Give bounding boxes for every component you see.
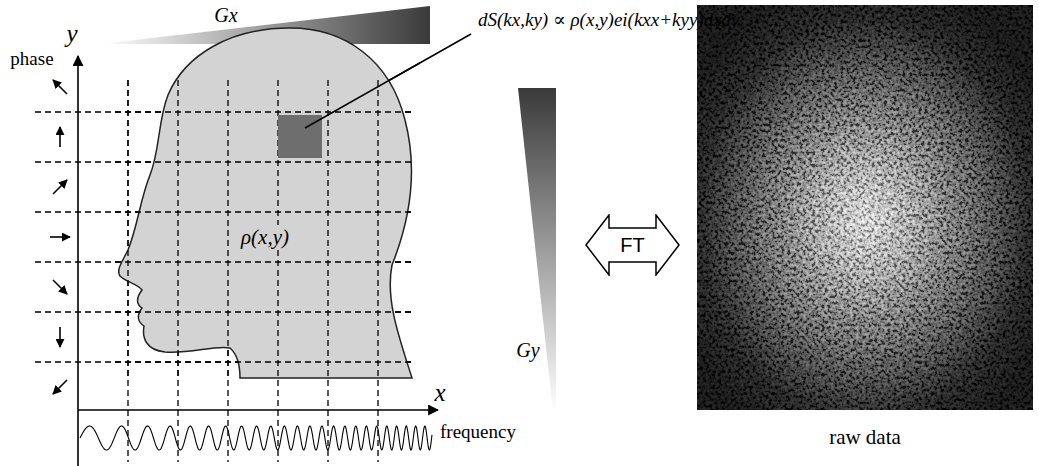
phase-arrows bbox=[50, 80, 70, 394]
signal-formula: dS(kx,ky) ∝ ρ(x,y)ei(kxx+kyy)dxdy bbox=[478, 9, 740, 31]
kspace-image bbox=[697, 5, 1033, 410]
axis-caption: phase bbox=[10, 48, 53, 70]
drawing-part bbox=[53, 280, 67, 294]
frequency-wave bbox=[80, 426, 432, 450]
gradient-label: Gx bbox=[214, 4, 237, 27]
grid-lines bbox=[114, 80, 415, 380]
drawing-part bbox=[53, 380, 67, 394]
head-silhouette: ρ(x,y) bbox=[114, 26, 420, 380]
axis-label: y bbox=[66, 20, 77, 49]
head-silhouette-outline bbox=[114, 26, 420, 380]
drawing-part bbox=[59, 127, 61, 147]
axis-label: x bbox=[434, 379, 445, 408]
raw-data-image-outline bbox=[697, 5, 1033, 410]
y-axis bbox=[77, 56, 79, 466]
fourier-double-arrow: FT bbox=[585, 214, 680, 276]
x-axis bbox=[78, 409, 438, 411]
gy-gradient-wedge bbox=[518, 88, 556, 412]
raw-data-image: raw data bbox=[697, 5, 1033, 460]
drawing-part bbox=[59, 327, 61, 347]
drawing-part bbox=[53, 80, 67, 94]
gradient-label: Gy bbox=[516, 339, 539, 362]
density-label: ρ(x,y) bbox=[239, 225, 291, 249]
head-shape bbox=[119, 28, 412, 378]
drawing-part bbox=[53, 180, 67, 194]
image-caption: raw data bbox=[827, 425, 903, 449]
voxel-and-leader bbox=[278, 34, 420, 158]
axis-caption: frequency bbox=[440, 421, 516, 443]
double-arrow-shape bbox=[586, 215, 679, 275]
ft-label: FT bbox=[618, 234, 646, 257]
drawing-part bbox=[50, 236, 70, 238]
